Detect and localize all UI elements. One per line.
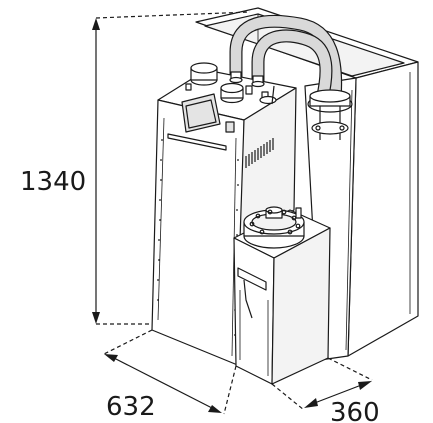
width-label: 632 <box>106 392 156 422</box>
depth-label: 360 <box>330 398 380 423</box>
hoses <box>229 14 343 102</box>
panel-button <box>225 121 235 133</box>
display-screen <box>181 93 221 133</box>
top-fittings <box>185 62 277 105</box>
container-lid <box>243 206 305 249</box>
height-dimension <box>92 11 251 325</box>
vent-grille <box>245 138 274 168</box>
depth-dimension <box>271 357 373 411</box>
tank-flange <box>307 89 353 140</box>
width-dimension <box>103 329 237 415</box>
height-label: 1340 <box>20 167 86 197</box>
